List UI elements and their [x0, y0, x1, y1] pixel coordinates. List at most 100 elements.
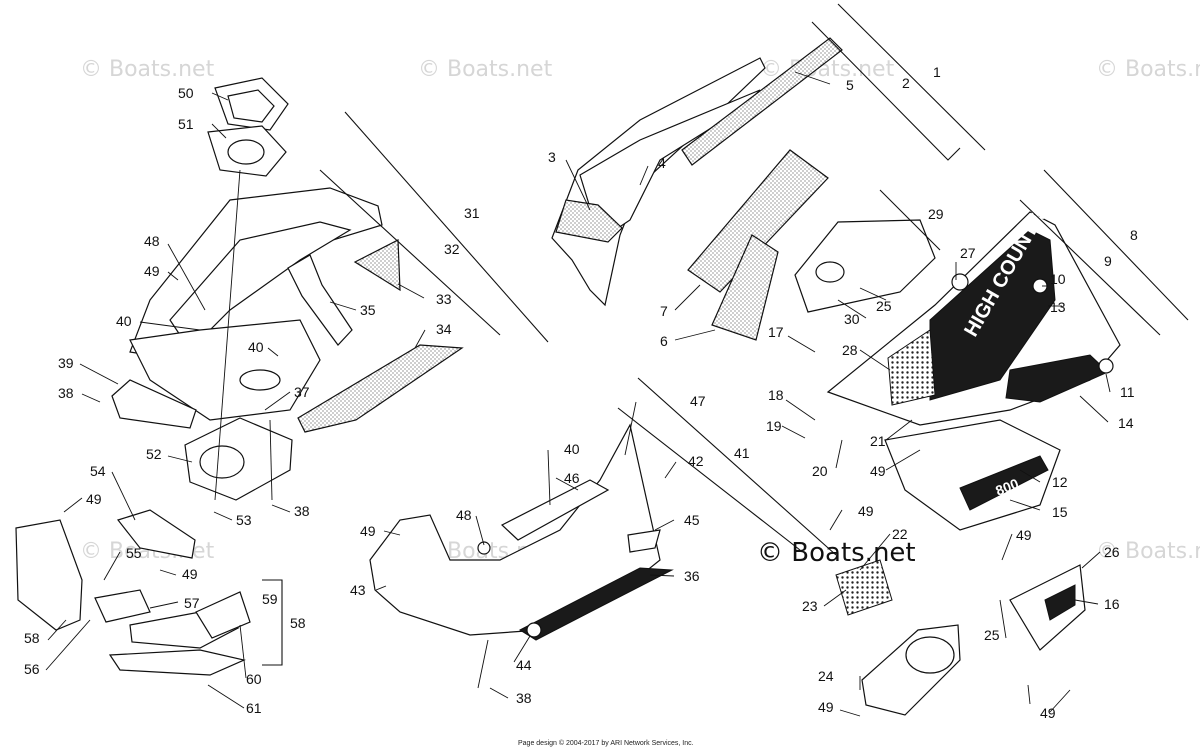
- footer-copyright: Page design © 2004-2017 by ARI Network S…: [518, 739, 694, 747]
- callout-39: 39: [58, 355, 74, 371]
- callout-28: 28: [842, 342, 858, 358]
- callout-43: 43: [350, 582, 366, 598]
- part-60-trim: [108, 649, 246, 676]
- bracket-1: [811, 21, 961, 161]
- callout-49a: 49: [144, 263, 160, 279]
- watermark-bottom-right: © Boats.net: [1096, 539, 1200, 564]
- callout-7: 7: [660, 303, 668, 319]
- callout-20: 20: [812, 463, 828, 479]
- callout-23: 23: [802, 598, 818, 614]
- callout-49d: 49: [360, 523, 376, 539]
- callout-49g: 49: [818, 699, 834, 715]
- part-46-bracket: [500, 479, 610, 541]
- watermark-top-right: © Boats.net: [1096, 57, 1200, 82]
- callout-52: 52: [146, 446, 162, 462]
- callout-47: 47: [690, 393, 706, 409]
- watermark-top-left: © Boats.net: [80, 57, 215, 82]
- callout-6: 6: [660, 333, 668, 349]
- part-44-bumper: [526, 622, 542, 638]
- callout-38a: 38: [58, 385, 74, 401]
- part-3-nose-panel: [551, 57, 766, 307]
- callout-38b: 38: [294, 503, 310, 519]
- callout-32: 32: [444, 241, 460, 257]
- callout-25b: 25: [984, 627, 1000, 643]
- callout-53: 53: [236, 512, 252, 528]
- callout-9: 9: [1104, 253, 1112, 269]
- callout-4: 4: [658, 155, 666, 171]
- callout-41: 41: [734, 445, 750, 461]
- callout-18: 18: [768, 387, 784, 403]
- bracket-lines: [262, 3, 1189, 666]
- bracket-32: [319, 169, 501, 336]
- callout-48b: 48: [456, 507, 472, 523]
- bracket-41: [637, 377, 837, 556]
- callout-3: 3: [548, 149, 556, 165]
- callout-49e: 49: [858, 503, 874, 519]
- part-34-foam: [297, 344, 464, 433]
- leader-lines: [45, 71, 1111, 717]
- callout-27: 27: [960, 245, 976, 261]
- part-59-panel: [195, 591, 251, 639]
- parts-drawings: HIGH COUNTRY 800: [15, 37, 1121, 716]
- part-7-foam: [687, 149, 829, 293]
- part-41-belly-pan: [369, 423, 661, 636]
- part-16-insert: [1044, 584, 1076, 621]
- callout-13: 13: [1050, 299, 1066, 315]
- part-37-port: [239, 369, 281, 391]
- callout-50: 50: [178, 85, 194, 101]
- part-50-gasket: [214, 77, 289, 131]
- callout-49b: 49: [86, 491, 102, 507]
- part-23-vent: [835, 559, 893, 616]
- callout-labels: 1 2 3 4 5 6 7 8 9 10 11 12 13 14 15 16 1…: [24, 64, 1138, 721]
- callout-59: 59: [262, 591, 278, 607]
- callout-49f: 49: [870, 463, 886, 479]
- part-52-hole: [199, 445, 245, 479]
- bracket-9: [1019, 199, 1161, 336]
- part-48-grommet: [477, 541, 491, 555]
- part-11-fastener: [1098, 358, 1114, 374]
- callout-40c: 40: [564, 441, 580, 457]
- callout-58b: 58: [290, 615, 306, 631]
- watermark-center: © Boats.net: [757, 538, 916, 568]
- callout-22: 22: [892, 526, 908, 542]
- part-24-opening: [905, 636, 955, 674]
- callout-40b: 40: [248, 339, 264, 355]
- part-6-foam: [711, 234, 779, 341]
- part-35-brace: [287, 254, 353, 346]
- bracket-1b: [837, 3, 986, 151]
- callout-45: 45: [684, 512, 700, 528]
- callout-57: 57: [184, 595, 200, 611]
- callout-48a: 48: [144, 233, 160, 249]
- callout-37: 37: [294, 384, 310, 400]
- callout-55: 55: [126, 545, 142, 561]
- bracket-58: [262, 579, 283, 666]
- part-55-block: [94, 589, 151, 623]
- part-39-scoop: [111, 379, 197, 429]
- part-27-grommet: [951, 273, 969, 291]
- part-33-foam: [353, 239, 401, 292]
- callout-31: 31: [464, 205, 480, 221]
- callout-1: 1: [933, 64, 941, 80]
- callout-61: 61: [246, 700, 262, 716]
- bracket-29: [879, 189, 941, 251]
- part-13-decal-band: [929, 229, 1056, 401]
- part-51-hole: [227, 139, 265, 165]
- callout-26: 26: [1104, 544, 1120, 560]
- callout-29: 29: [928, 206, 944, 222]
- part-54-cover: [116, 509, 196, 559]
- bracket-42: [617, 407, 801, 551]
- callout-11: 11: [1120, 384, 1135, 400]
- callout-35: 35: [360, 302, 376, 318]
- callout-17: 17: [768, 324, 784, 340]
- part-24-duct: [861, 624, 961, 716]
- callout-42: 42: [688, 453, 704, 469]
- callout-15: 15: [1052, 504, 1068, 520]
- callout-60: 60: [246, 671, 262, 687]
- part-36-skid-plate: [518, 567, 674, 641]
- callout-14: 14: [1118, 415, 1134, 431]
- callout-49i: 49: [1040, 705, 1056, 721]
- callout-30: 30: [844, 311, 860, 327]
- callout-51: 51: [178, 116, 194, 132]
- part-28-vent-mesh: [887, 329, 936, 406]
